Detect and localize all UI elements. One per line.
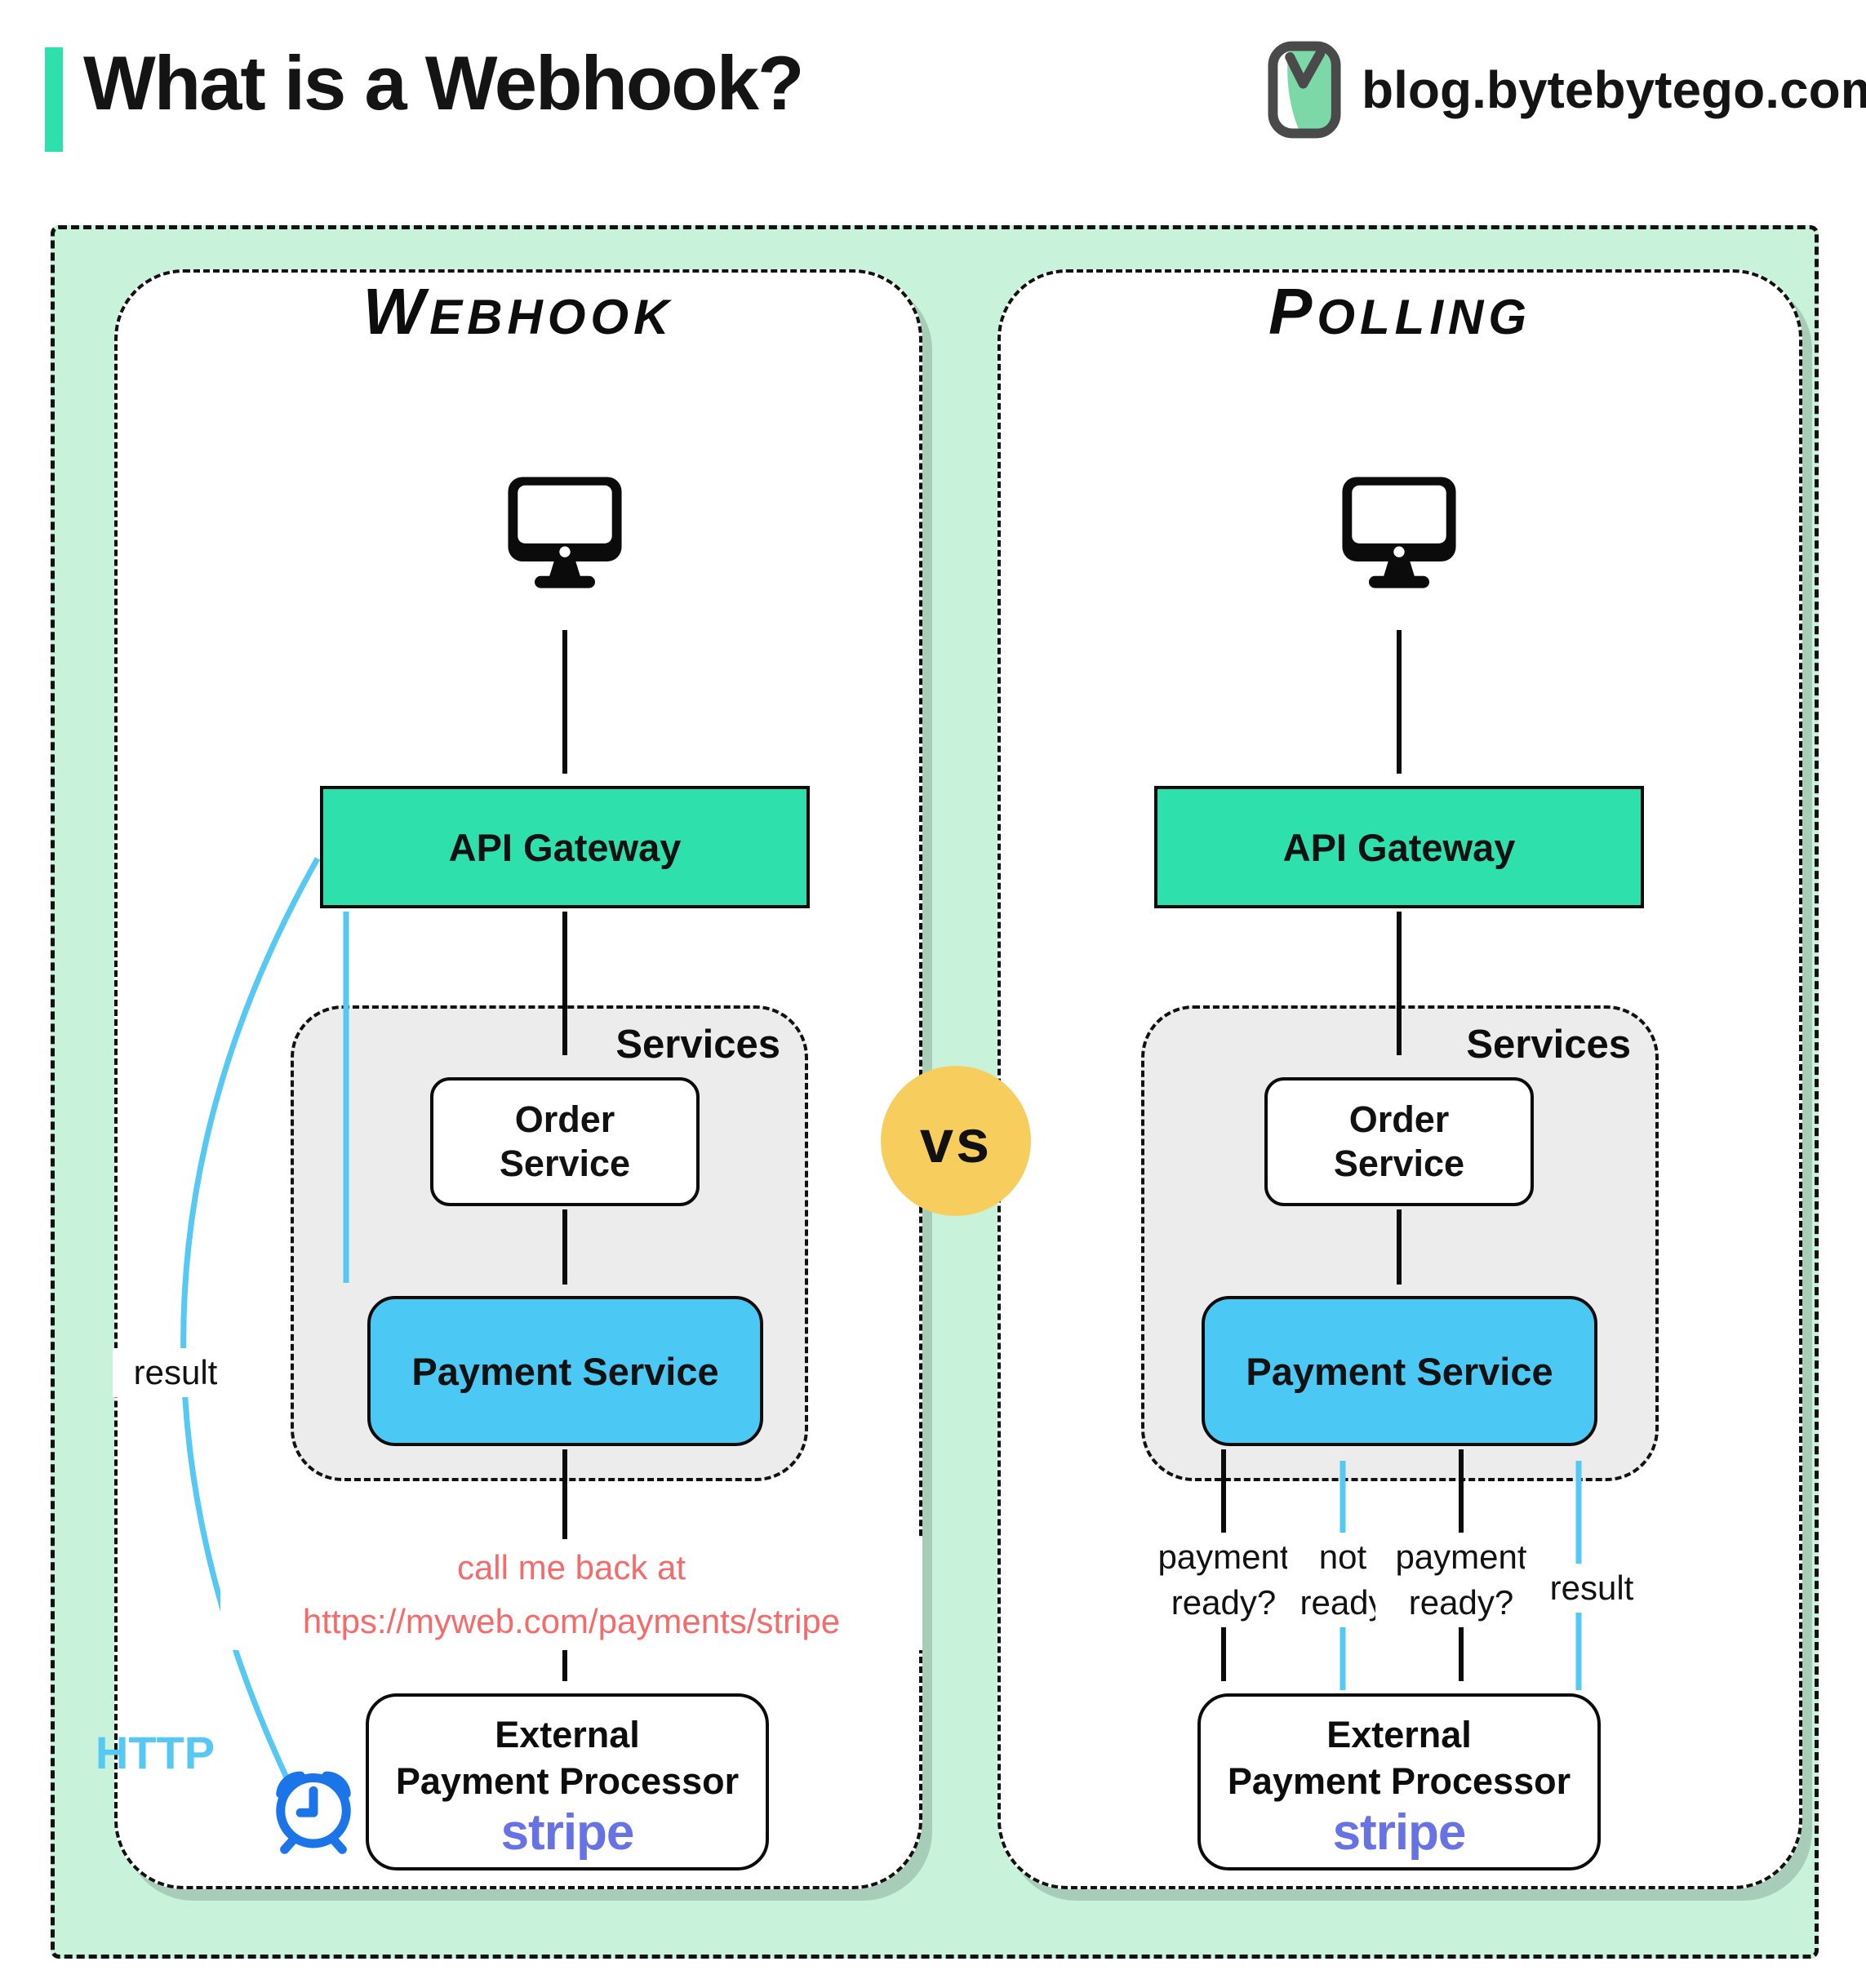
external-label-line2: Payment Processor xyxy=(1227,1760,1571,1802)
polling-client-computer-icon xyxy=(1339,473,1459,592)
title-accent-bar xyxy=(45,47,63,152)
polling-external-payment-processor-box: External Payment Processor stripe xyxy=(1197,1693,1601,1870)
bytebytego-logo-icon xyxy=(1267,39,1342,140)
webhook-api-gateway-box: API Gateway xyxy=(320,786,810,908)
callback-line1: call me back at xyxy=(456,1548,686,1586)
webhook-services-label: Services xyxy=(615,1023,780,1067)
polling-services-label: Services xyxy=(1466,1023,1631,1067)
webhook-callback-url-label: call me back at https://myweb.com/paymen… xyxy=(220,1539,922,1650)
polling-order-service-box: Order Service xyxy=(1264,1077,1534,1206)
webhook-order-service-box: Order Service xyxy=(430,1077,700,1206)
brand: blog.bytebytego.com xyxy=(1267,38,1866,142)
callback-line2: https://myweb.com/payments/stripe xyxy=(302,1602,841,1640)
polling-payment-ready-label-1: payment ready? xyxy=(1138,1533,1309,1627)
page-title: What is a Webhook? xyxy=(83,40,804,126)
brand-text: blog.bytebytego.com xyxy=(1362,60,1866,119)
polling-panel-title: Polling xyxy=(1268,275,1531,348)
stripe-logo: stripe xyxy=(500,1804,635,1861)
stripe-logo: stripe xyxy=(1332,1804,1467,1861)
webhook-http-label: HTTP xyxy=(95,1727,215,1778)
external-label-line1: External xyxy=(495,1714,640,1755)
webhook-result-label: result xyxy=(113,1348,238,1397)
vs-badge: vs xyxy=(881,1066,1031,1216)
webhook-panel-title: Webhook xyxy=(362,275,674,348)
polling-api-gateway-box: API Gateway xyxy=(1154,786,1644,908)
polling-payment-service-box: Payment Service xyxy=(1202,1296,1597,1446)
alarm-clock-icon xyxy=(264,1753,363,1856)
external-label-line1: External xyxy=(1326,1714,1472,1755)
webhook-payment-service-box: Payment Service xyxy=(367,1296,763,1446)
polling-result-label: result xyxy=(1525,1564,1659,1613)
polling-payment-ready-label-2: payment ready? xyxy=(1375,1533,1547,1627)
webhook-external-payment-processor-box: External Payment Processor stripe xyxy=(366,1693,769,1870)
webhook-client-computer-icon xyxy=(504,473,625,592)
external-label-line2: Payment Processor xyxy=(395,1760,740,1802)
